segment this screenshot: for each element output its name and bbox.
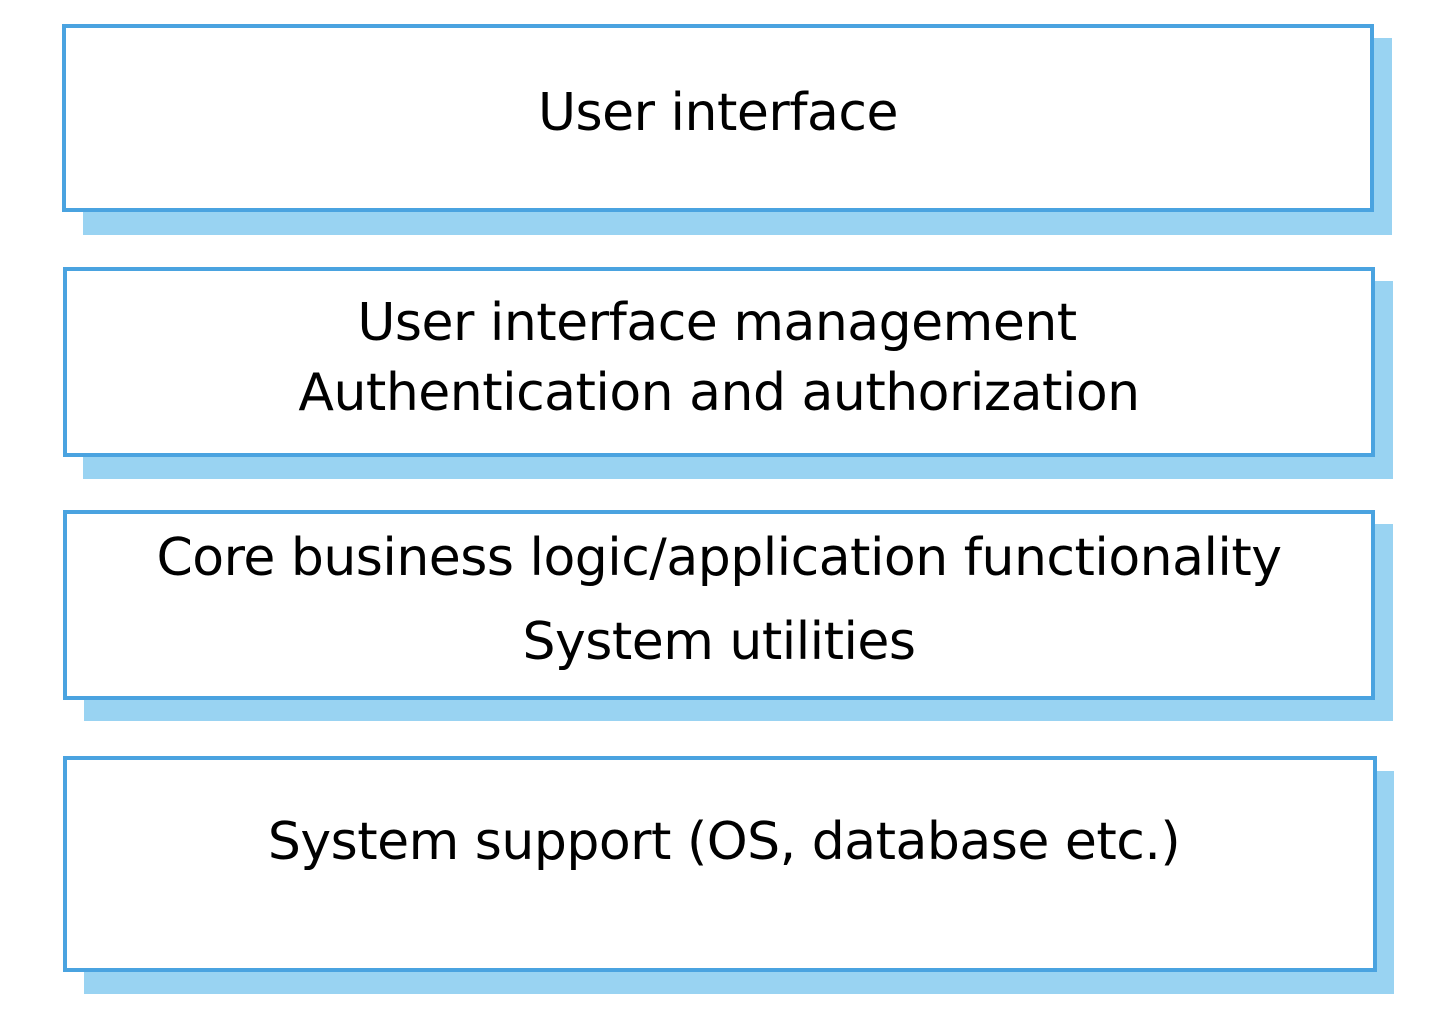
layer-label: Core business logic/application function… bbox=[156, 528, 1282, 588]
layer-label: Authentication and authorization bbox=[298, 363, 1140, 423]
layer-label: User interface bbox=[538, 83, 898, 143]
layer-box: Core business logic/application function… bbox=[63, 510, 1375, 700]
layer-box: User interface bbox=[62, 24, 1374, 212]
layer-label: System utilities bbox=[522, 612, 916, 672]
layer-box: User interface management Authentication… bbox=[63, 267, 1375, 457]
layer-label: System support (OS, database etc.) bbox=[267, 812, 1181, 872]
layer-box: System support (OS, database etc.) bbox=[63, 756, 1377, 972]
layer-label: User interface management bbox=[357, 293, 1077, 353]
